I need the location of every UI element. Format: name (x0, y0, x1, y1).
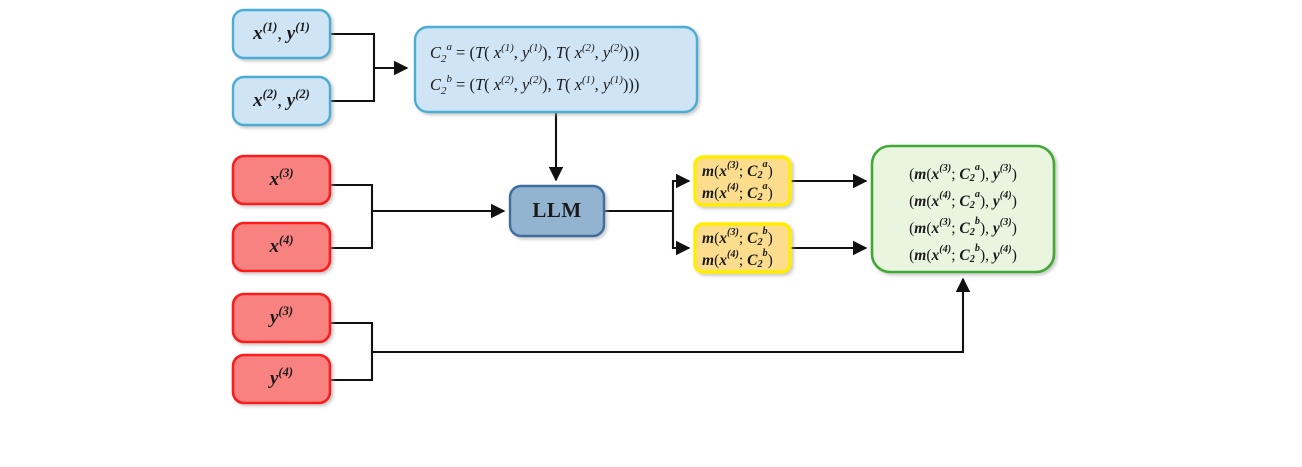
node-query-x3-label: x(3) (268, 166, 293, 190)
context-formula-line-2: C2b = (T( x(2), y(2)), T( x(1), y(1)))) (430, 73, 639, 97)
output-line-2: (m(x(4); C2a), y(4)) (909, 189, 1017, 211)
node-demo-pair-2-label: x(2), y(2) (252, 87, 310, 111)
node-llm-label: LLM (532, 198, 581, 222)
node-predictions-a[interactable]: m(x(3); C2a) m(x(4); C2a) (693, 155, 792, 207)
node-gold-y3[interactable]: y(3) (231, 292, 332, 344)
context-formula-line-1: C2a = (T( x(1), y(1)), T( x(2), y(2)))) (430, 41, 639, 65)
output-line-1: (m(x(3); C2a), y(3)) (909, 162, 1017, 184)
node-query-x3-box (231, 154, 332, 206)
node-demo-pair-2-box (231, 75, 332, 127)
node-gold-y4-label: y(4) (268, 365, 293, 389)
edge-predictions-to-output (790, 173, 868, 256)
node-gold-y3-label: y(3) (268, 304, 293, 328)
node-context-formulas-box (413, 25, 699, 114)
prediction-b-line-2: m(x(4); C2b) (702, 248, 773, 270)
prediction-a-line-1: m(x(3); C2a) (702, 159, 773, 181)
node-output-pairs[interactable]: (m(x(3); C2a), y(3)) (m(x(4); C2a), y(4)… (870, 144, 1056, 274)
node-demo-pair-2[interactable]: x(2), y(2) (231, 75, 332, 127)
node-gold-y3-box (231, 292, 332, 344)
node-demo-pair-1[interactable]: x(1), y(1) (231, 8, 332, 60)
node-llm-box (508, 184, 606, 238)
node-demo-pair-1-label: x(1), y(1) (252, 20, 310, 44)
node-query-x4-box (231, 221, 332, 273)
edge-queries-to-llm (330, 183, 506, 250)
output-line-3: (m(x(3); C2b), y(3)) (909, 216, 1017, 238)
node-query-x4-label: x(4) (268, 233, 293, 257)
node-predictions-a-box (693, 155, 792, 207)
edge-demos-to-context (330, 32, 409, 103)
node-gold-y4[interactable]: y(4) (231, 353, 332, 405)
node-context-formulas[interactable]: C2a = (T( x(1), y(1)), T( x(2), y(2)))) … (413, 25, 699, 114)
prediction-b-line-1: m(x(3); C2b) (702, 226, 773, 248)
node-llm[interactable]: LLM (508, 184, 606, 238)
node-output-pairs-box (870, 144, 1056, 274)
node-demo-pair-1-box (231, 8, 332, 60)
prediction-a-line-2: m(x(4); C2a) (702, 181, 773, 203)
node-query-x3[interactable]: x(3) (231, 154, 332, 206)
node-gold-y4-box (231, 353, 332, 405)
node-predictions-b-box (693, 222, 792, 274)
edge-golds-to-output (330, 277, 971, 382)
output-line-4: (m(x(4); C2b), y(4)) (909, 243, 1017, 265)
node-query-x4[interactable]: x(4) (231, 221, 332, 273)
node-predictions-b[interactable]: m(x(3); C2b) m(x(4); C2b) (693, 222, 792, 274)
edge-llm-to-predictions (604, 173, 691, 256)
